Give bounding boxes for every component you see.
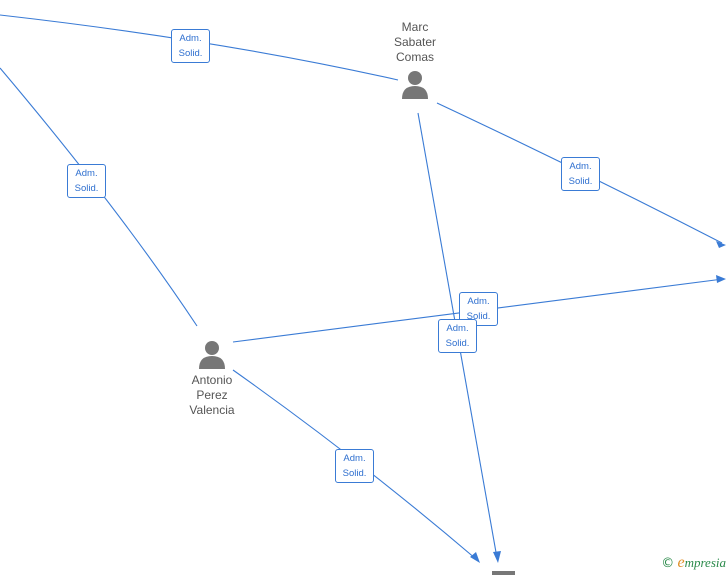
arrow-head (716, 241, 726, 248)
brand-name: mpresia (684, 555, 726, 570)
edge-label-adm-solid: Adm. Solid. (335, 449, 374, 483)
arrow-head (470, 552, 480, 563)
edge-label-adm-solid: Adm. Solid. (171, 29, 210, 63)
edge-left-to-antonio (0, 67, 198, 327)
person-node-marc[interactable]: Marc Sabater Comas (385, 20, 445, 99)
person-name: Marc Sabater Comas (393, 20, 437, 64)
person-name: Antonio Perez Valencia (189, 373, 235, 417)
arrow-head (716, 275, 726, 283)
copyright-symbol: © (661, 556, 675, 571)
edge-label-adm-solid: Adm. Solid. (67, 164, 106, 198)
edge-label-adm-solid: Adm. Solid. (438, 319, 477, 353)
edge-label-adm-solid: Adm. Solid. (561, 157, 600, 191)
empresia-watermark-logo: © empresia (661, 554, 726, 572)
brand-initial: e (677, 554, 685, 571)
person-icon (199, 341, 225, 369)
company-icon[interactable] (492, 571, 515, 575)
person-node-antonio[interactable]: Antonio Perez Valencia (181, 339, 243, 418)
arrow-head (493, 551, 501, 563)
person-icon (402, 71, 428, 99)
